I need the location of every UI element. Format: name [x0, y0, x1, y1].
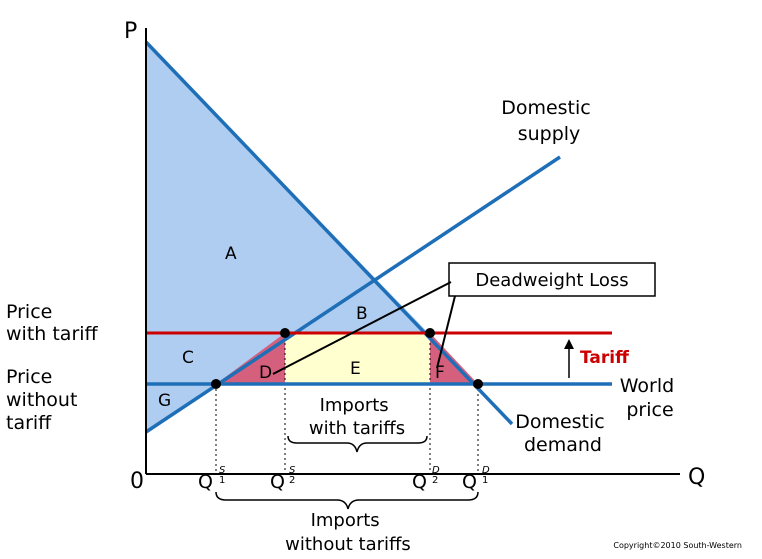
q2d-label: Q [412, 471, 427, 493]
deadweight-loss-label: Deadweight Loss [475, 270, 628, 291]
imports-with-tariffs-brace [287, 435, 428, 453]
point-q2d [425, 328, 435, 338]
deadweight-loss-box [448, 262, 656, 297]
domestic-supply-label: Domestic supply [501, 97, 597, 145]
region-c-label: C [182, 348, 194, 368]
world-price-label: World price [620, 375, 681, 421]
q1s-label: Q [198, 471, 213, 493]
q2d-subscript: 2 [432, 475, 438, 486]
price-without-tariff-label: Price without tariff [6, 366, 83, 434]
region-d-label: D [259, 363, 272, 383]
point-q1d [473, 379, 483, 389]
q2s-subscript: 2 [289, 475, 295, 486]
x-axis-label: Q [688, 465, 705, 490]
region-e-label: E [350, 359, 361, 379]
copyright-notice: Copyright©2010 South-Western [613, 541, 742, 550]
deadweight-triangle-d [216, 333, 285, 384]
q2s-label: Q [270, 471, 285, 493]
tariff-arrow-head [564, 339, 574, 349]
region-f-label: F [435, 363, 445, 383]
point-q1s [211, 379, 221, 389]
origin-label: 0 [130, 469, 144, 494]
q2s-superscript: S [289, 465, 296, 476]
q1d-superscript: D [482, 465, 490, 476]
callout-pointer-d [272, 281, 452, 375]
demand-curve [144, 40, 514, 426]
tariff-label: Tariff [580, 348, 629, 368]
price-with-tariff-label: Price with tariff [6, 301, 99, 345]
region-g-label: G [158, 391, 171, 411]
callout-pointer-f [436, 295, 456, 369]
q1s-superscript: S [219, 465, 226, 476]
y-axis-label: P [124, 19, 137, 44]
point-q2s [280, 328, 290, 338]
q1s-subscript: 1 [219, 475, 225, 486]
imports-with-tariffs-label: Imports with tariffs [309, 395, 405, 439]
q2d-superscript: D [432, 465, 440, 476]
domestic-demand-label: Domestic demand [515, 411, 611, 456]
q1d-subscript: 1 [482, 475, 488, 486]
region-b-label: B [356, 304, 368, 324]
imports-without-tariffs-brace [215, 491, 479, 510]
q1d-label: Q [462, 471, 477, 493]
revenue-area-e [285, 333, 430, 384]
imports-without-tariffs-label: Imports without tariffs [285, 510, 411, 555]
region-a-label: A [225, 244, 237, 264]
